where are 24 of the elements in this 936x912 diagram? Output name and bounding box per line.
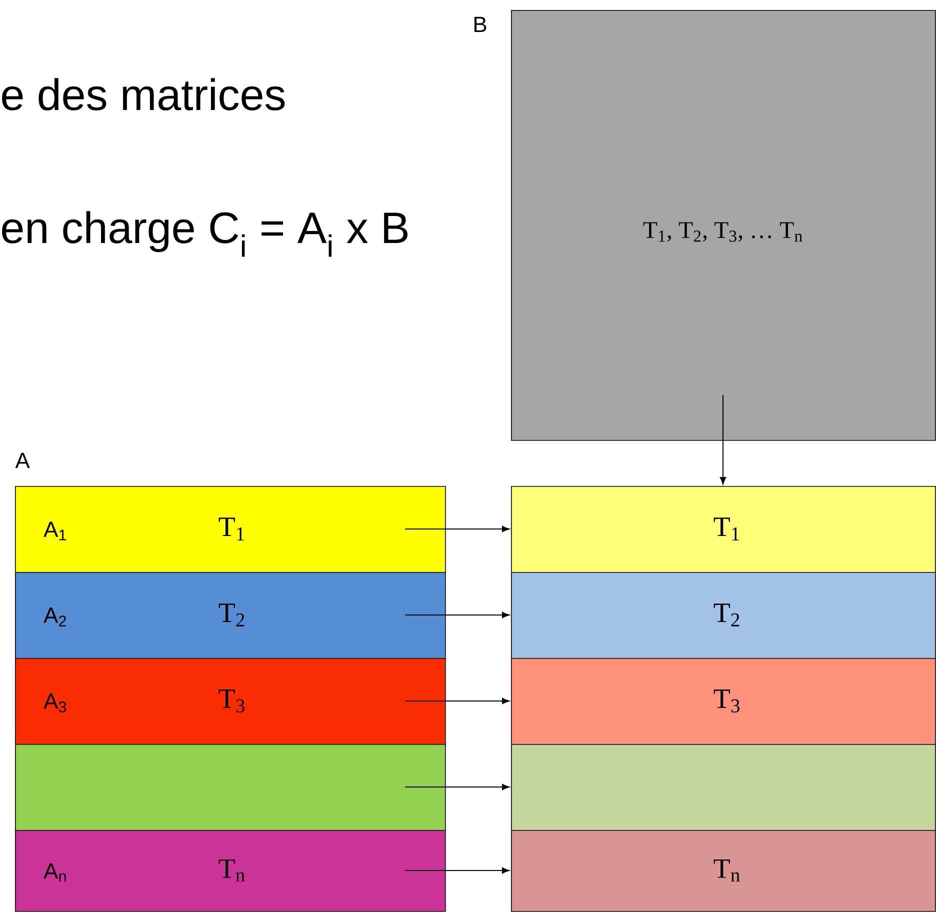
row-name: A$_{n}$ [44, 863, 66, 882]
tile-label: T$_{2}$ [218, 604, 244, 626]
caption-line: e des matrices [2, 78, 285, 110]
matrix-name: B [474, 16, 486, 32]
tile-label: T$_{n}$ [218, 859, 245, 882]
tile-label: T$_{1}$ [714, 518, 740, 540]
arrow [404, 612, 510, 618]
row-name: A$_{1}$ [44, 522, 66, 540]
arrow [404, 867, 510, 874]
row-name: A$_{2}$ [44, 608, 66, 626]
caption-line: en charge C$_{i}$ = A$_{i}$ x B [2, 211, 408, 257]
row-bar [15, 744, 446, 831]
row-name: A$_{3}$ [44, 694, 66, 712]
row-bar [511, 744, 936, 831]
arrow [404, 784, 510, 790]
arrow [720, 394, 726, 485]
tile-label: T$_{3}$ [218, 690, 244, 712]
tile-label: T$_{3}$ [714, 690, 740, 712]
tile-label: T$_{1}$ [218, 518, 244, 540]
tile-label: T$_{n}$ [714, 859, 740, 882]
arrow [404, 526, 510, 532]
tile-list: T$_{1}$, T$_{2}$, T$_{3}$, … T$_{n}$ [643, 222, 802, 242]
arrow [404, 698, 510, 704]
tile-label: T$_{2}$ [714, 604, 740, 626]
